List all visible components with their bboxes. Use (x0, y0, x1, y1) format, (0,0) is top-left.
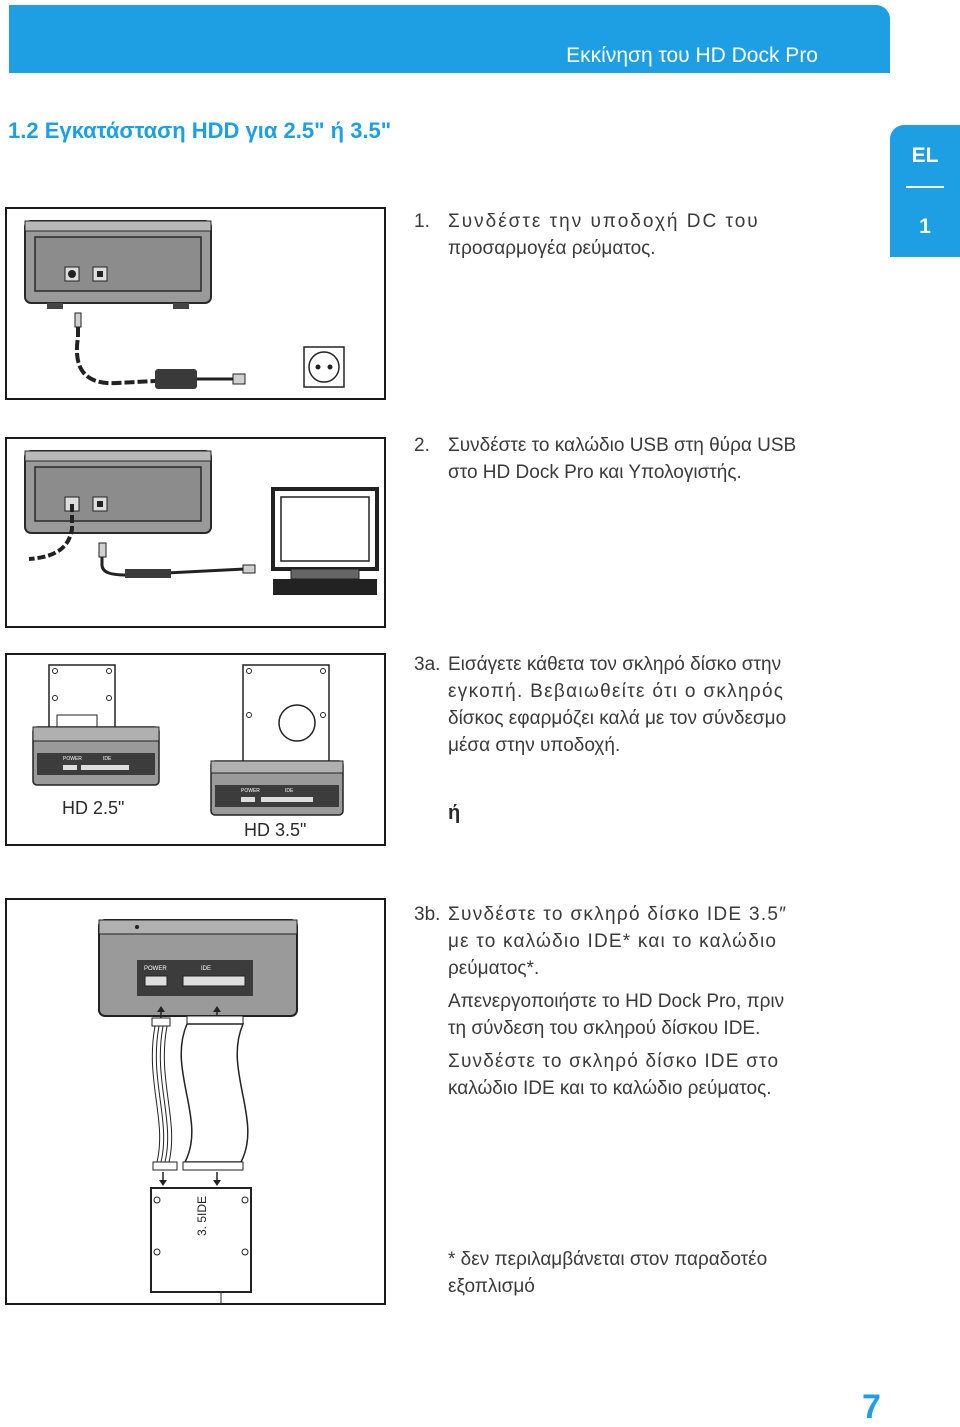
tab-divider (906, 186, 944, 188)
footnote: * δεν περιλαμβάνεται στον παραδοτέο εξοπ… (448, 1246, 848, 1300)
figure-ide-connection: POWER IDE (5, 898, 386, 1305)
step-line: μέσα στην υποδοχή. (414, 732, 820, 759)
figure-insert-drive: POWER IDE POWER IDE HD 2.5" HD 3.5" (5, 653, 386, 846)
step-line: Απενεργοποιήστε το HD Dock Pro, πριν (414, 988, 820, 1015)
step3a-text: 3a.Εισάγετε κάθετα τον σκληρό δίσκο στην… (414, 651, 820, 759)
step-line: Συνδέστε το σκληρό δίσκο IDE στο (414, 1048, 820, 1075)
section-title: 1.2 Εγκατάσταση HDD για 2.5" ή 3.5" (8, 118, 391, 144)
dock-with-35-drive: POWER IDE (211, 665, 343, 815)
ide-hard-drive-icon: 3. 5IDE (151, 1188, 251, 1303)
step-line: με το καλώδιο IDE* και το καλώδιο (414, 928, 820, 955)
port-power-label: POWER (241, 788, 260, 794)
language-chapter-tab: EL 1 (890, 125, 960, 257)
dock-rear-view (25, 221, 211, 309)
step-number: 2. (414, 432, 448, 459)
step1-text: 1.Συνδέστε την υποδοχή DC του προσαρμογέ… (414, 208, 820, 262)
step-line: Συνδέστε την υποδοχή DC του (448, 211, 760, 232)
figure-power-connection (5, 207, 386, 400)
port-ide-label: IDE (103, 756, 112, 762)
footnote-line: * δεν περιλαμβάνεται στον παραδοτέο (448, 1246, 848, 1273)
chapter-number: 1 (890, 215, 960, 239)
header-bar: Εκκίνηση του HD Dock Pro (5, 5, 890, 73)
language-label: EL (890, 144, 960, 168)
footnote-line: εξοπλισμό (448, 1273, 848, 1300)
step-line: στο HD Dock Pro και Υπολογιστής. (414, 459, 834, 486)
port-power-label: POWER (144, 966, 167, 972)
step-line: καλώδιο IDE και το καλώδιο ρεύματος. (414, 1075, 820, 1102)
dock-with-25-drive: POWER IDE (33, 665, 159, 785)
power-adapter-icon (75, 313, 245, 389)
step-line: Συνδέστε το καλώδιο USB στη θύρα USB (448, 435, 796, 456)
step-line: Εισάγετε κάθετα τον σκληρό δίσκο στην (448, 654, 781, 675)
power-outlet-icon (304, 347, 344, 387)
step-line: ρεύματος*. (414, 955, 820, 982)
monitor-icon (273, 489, 377, 595)
hd35-caption: HD 3.5" (244, 820, 306, 841)
step3b-text: 3b.Συνδέστε το σκληρό δίσκο IDE 3.5″ με … (414, 901, 820, 1102)
or-label: ή (448, 802, 460, 825)
step2-text: 2.Συνδέστε το καλώδιο USB στη θύρα USB σ… (414, 432, 834, 486)
dock-front-view: POWER IDE (99, 920, 297, 1016)
port-power-label: POWER (63, 756, 82, 762)
step-line: εγκοπή. Βεβαιωθείτε ότι ο σκληρός (414, 678, 820, 705)
step-line: τη σύνδεση του σκληρού δίσκου IDE. (414, 1015, 820, 1042)
figure-usb-connection (5, 437, 386, 628)
step-line: δίσκος εφαρμόζει καλά με τον σύνδεσμο (414, 705, 820, 732)
step-line: προσαρμογέα ρεύματος. (414, 235, 820, 262)
usb-cable-icon (99, 543, 255, 578)
ide-ribbon-cable-icon (181, 1006, 248, 1186)
header-title: Εκκίνηση του HD Dock Pro (566, 44, 818, 68)
port-ide-label: IDE (285, 788, 294, 794)
step-line: Συνδέστε το σκληρό δίσκο IDE 3.5″ (448, 904, 787, 925)
drive-label: 3. 5IDE (195, 1196, 209, 1236)
hd25-caption: HD 2.5" (62, 798, 124, 819)
port-ide-label: IDE (201, 966, 211, 972)
step-number: 1. (414, 208, 448, 235)
dock-rear-view (25, 451, 211, 559)
step-number: 3b. (414, 901, 448, 928)
step-number: 3a. (414, 651, 448, 678)
power-cable-icon (152, 1006, 177, 1186)
page-number: 7 (862, 1388, 881, 1427)
